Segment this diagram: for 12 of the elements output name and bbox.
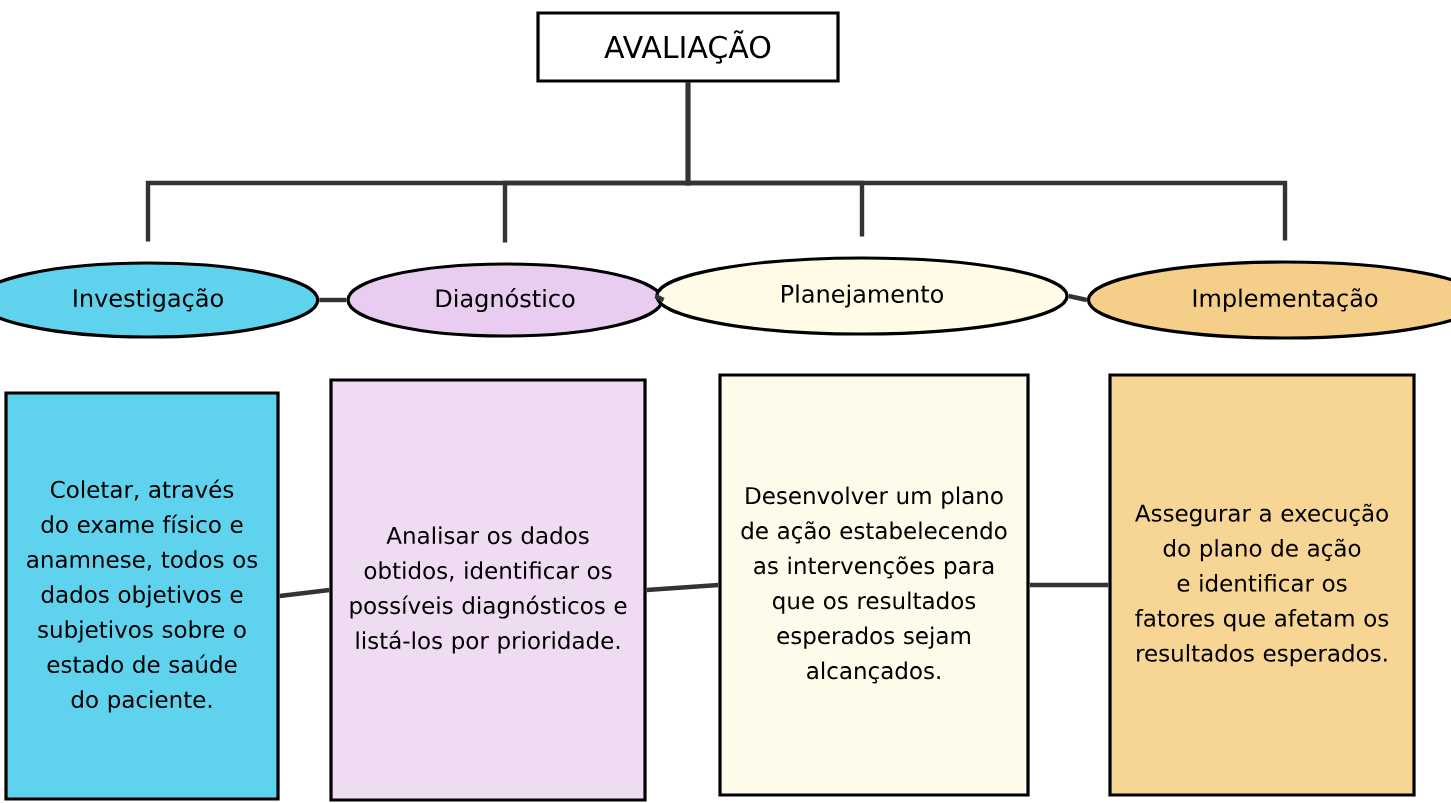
description-box: Coletar, através do exame físico e anamnese, todos os dados objetivos e subjetivos sobre o estado de saúde do paciente. bbox=[4, 391, 280, 801]
connector-line bbox=[646, 582, 719, 593]
connector-line bbox=[279, 587, 330, 599]
title-box: AVALIAÇÃO bbox=[536, 11, 840, 83]
description-box: Analisar os dados obtidos, identificar os possíveis diagnósticos e listá-los por prioridade. bbox=[329, 378, 647, 802]
connector-line bbox=[1029, 582, 1109, 588]
connector-line bbox=[654, 294, 665, 302]
connector-line bbox=[685, 82, 1288, 241]
connector-line bbox=[1068, 293, 1088, 303]
connector-line bbox=[319, 297, 347, 303]
description-box: Assegurar a execução do plano de ação e identificar os fatores que afetam os resultados esperados. bbox=[1108, 373, 1416, 797]
description-box: Desenvolver um plano de ação estabelecendo as intervenções para que os resultados esperados sejam alcançados. bbox=[718, 373, 1030, 797]
